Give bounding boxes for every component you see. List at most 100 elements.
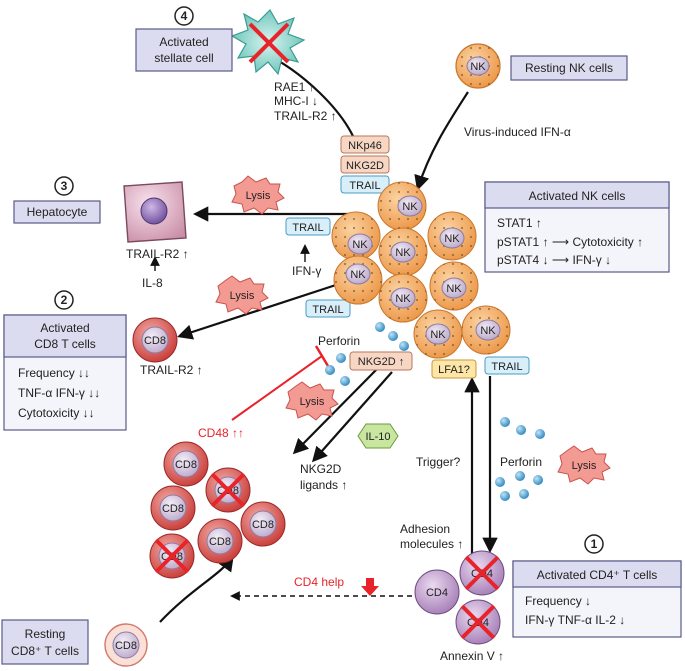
cd8-cell: CD8 (240, 501, 286, 547)
perforin-granules-bottom (495, 417, 545, 501)
cd8-cell-cluster: CD8 CD8 CD8 CD8 CD8 CD8 (149, 441, 286, 579)
box-hepatocyte: Hepatocyte (13, 200, 101, 224)
label-perforin-bottom: Perforin (500, 455, 542, 469)
svg-text:Lysis: Lysis (572, 460, 597, 472)
label-cd4-help: CD4 help (294, 575, 344, 589)
svg-text:Resting: Resting (25, 627, 66, 641)
svg-text:TRAIL: TRAIL (292, 222, 323, 234)
svg-text:IFN-γ TNF-α IL-2 ↓: IFN-γ TNF-α IL-2 ↓ (525, 613, 625, 627)
svg-text:STAT1 ↑: STAT1 ↑ (497, 216, 542, 230)
step-number-3: 3 (54, 176, 74, 196)
svg-text:Frequency ↓: Frequency ↓ (525, 594, 591, 608)
tag-trail-cd4: TRAIL (484, 356, 530, 375)
label-mhc1: MHC-I ↓ (274, 94, 318, 108)
svg-text:pSTAT4 ↓ ⟶ IFN-γ ↓: pSTAT4 ↓ ⟶ IFN-γ ↓ (497, 253, 611, 267)
lysis-burst-center: Lysis (285, 381, 339, 421)
tag-trail-cd8: TRAIL (305, 299, 351, 318)
label-trail-r2-stellate: TRAIL-R2 ↑ (274, 109, 337, 123)
svg-text:CD8: CD8 (115, 640, 137, 652)
svg-text:NK: NK (352, 239, 368, 251)
svg-text:4: 4 (181, 9, 188, 23)
svg-text:2: 2 (61, 293, 68, 307)
svg-text:NKp46: NKp46 (348, 140, 382, 152)
svg-text:Activated: Activated (40, 321, 89, 335)
svg-text:NKG2D: NKG2D (346, 160, 384, 172)
svg-text:NK: NK (444, 233, 460, 245)
label-trail-r2-hep: TRAIL-R2 ↑ (126, 247, 189, 261)
svg-text:CD8: CD8 (175, 459, 197, 471)
svg-text:CD8: CD8 (209, 536, 231, 548)
svg-text:1: 1 (591, 537, 598, 551)
step-number-2: 2 (54, 290, 74, 310)
red-down-arrow (361, 578, 379, 596)
svg-text:CD8: CD8 (162, 503, 184, 515)
label-adhesion-1: Adhesion (400, 522, 450, 536)
lysis-burst-cd8: Lysis (215, 275, 269, 315)
svg-text:Cytotoxicity ↓↓: Cytotoxicity ↓↓ (18, 406, 95, 420)
tag-nkg2d-up: NKG2D ↑ (349, 351, 413, 371)
label-trigger: Trigger? (416, 455, 461, 469)
nk-cell: NK (427, 211, 477, 261)
svg-text:Activated NK cells: Activated NK cells (529, 189, 626, 203)
svg-text:NK: NK (395, 247, 411, 259)
box-activated-cd4: Activated CD4⁺ T cells Frequency ↓ IFN-γ… (512, 560, 682, 638)
arrow-resting-cd8 (159, 555, 234, 623)
nk-cell-cluster: NK NK NK NK NK NK NK NK NK (331, 181, 511, 359)
nk-cell: NK (461, 305, 511, 355)
svg-text:NK: NK (480, 325, 496, 337)
svg-text:NK: NK (446, 283, 462, 295)
arrow-nkg2d-ligands-1 (292, 367, 379, 455)
cd8-cell-lysed: CD8 (205, 467, 251, 513)
lysis-burst-hepatocyte: Lysis (231, 175, 285, 215)
box-activated-stellate: Activated stellate cell (135, 28, 233, 72)
svg-text:NK: NK (402, 201, 418, 213)
arrow-nkg2d-ligands-2 (311, 371, 393, 463)
il10-hexagon: IL-10 (357, 423, 399, 449)
arrow-nk-to-cd8 (177, 280, 346, 340)
nk-cell: NK (429, 261, 479, 311)
svg-text:Frequency ↓↓: Frequency ↓↓ (18, 366, 90, 380)
svg-text:NK: NK (395, 293, 411, 305)
svg-text:LFA1?: LFA1? (438, 364, 470, 376)
arrow-resting-to-activated-nk (414, 91, 469, 191)
box-activated-cd8: Activated CD8 T cells Frequency ↓↓ TNF-α… (3, 314, 127, 431)
svg-text:Hepatocyte: Hepatocyte (27, 205, 88, 219)
svg-text:Lysis: Lysis (246, 190, 271, 202)
label-perforin-top: Perforin (318, 334, 360, 348)
cd48-inhibition (231, 355, 323, 421)
tag-nkg2d: NKG2D (340, 155, 390, 174)
nk-cell: NK (413, 309, 463, 359)
cd8-cell-activated: CD8 (132, 317, 178, 363)
label-cd48: CD48 ↑↑ (198, 426, 244, 440)
tag-trail-top: TRAIL (340, 175, 390, 194)
svg-text:IL-10: IL-10 (365, 431, 390, 443)
cd8-cell-lysed: CD8 (149, 533, 195, 579)
nk-cell: NK (331, 211, 381, 261)
svg-text:Lysis: Lysis (230, 290, 255, 302)
cd8-cell: CD8 (163, 441, 209, 487)
cd8-cell-resting: CD8 (104, 623, 148, 667)
svg-text:CD4: CD4 (426, 587, 448, 599)
nk-cell: NK (333, 255, 383, 305)
cd8-cell: CD8 (197, 518, 243, 564)
svg-text:pSTAT1 ↑ ⟶ Cytotoxicity ↑: pSTAT1 ↑ ⟶ Cytotoxicity ↑ (497, 235, 643, 249)
svg-text:NK: NK (430, 329, 446, 341)
svg-text:stellate cell: stellate cell (154, 51, 213, 65)
svg-text:Activated CD4⁺ T cells: Activated CD4⁺ T cells (537, 568, 658, 582)
step-number-1: 1 (584, 534, 604, 554)
svg-text:Lysis: Lysis (300, 396, 325, 408)
label-rae1: RAE1 ↑ (274, 80, 315, 94)
nk-cell: NK (378, 273, 428, 323)
stellate-cell (230, 9, 306, 76)
svg-text:Activated: Activated (159, 35, 208, 49)
tag-trail-hep: TRAIL (285, 217, 331, 236)
svg-text:CD8 T cells: CD8 T cells (34, 337, 96, 351)
svg-text:TNF-α IFN-γ ↓↓: TNF-α IFN-γ ↓↓ (18, 386, 100, 400)
svg-text:NK: NK (350, 269, 366, 281)
box-resting-nk: Resting NK cells (510, 55, 628, 81)
svg-text:NKG2D ↑: NKG2D ↑ (358, 356, 404, 368)
box-activated-nk: Activated NK cells STAT1 ↑ pSTAT1 ↑ ⟶ Cy… (484, 181, 670, 273)
hepatocyte-cell (123, 181, 187, 243)
tag-nkp46: NKp46 (340, 135, 390, 154)
